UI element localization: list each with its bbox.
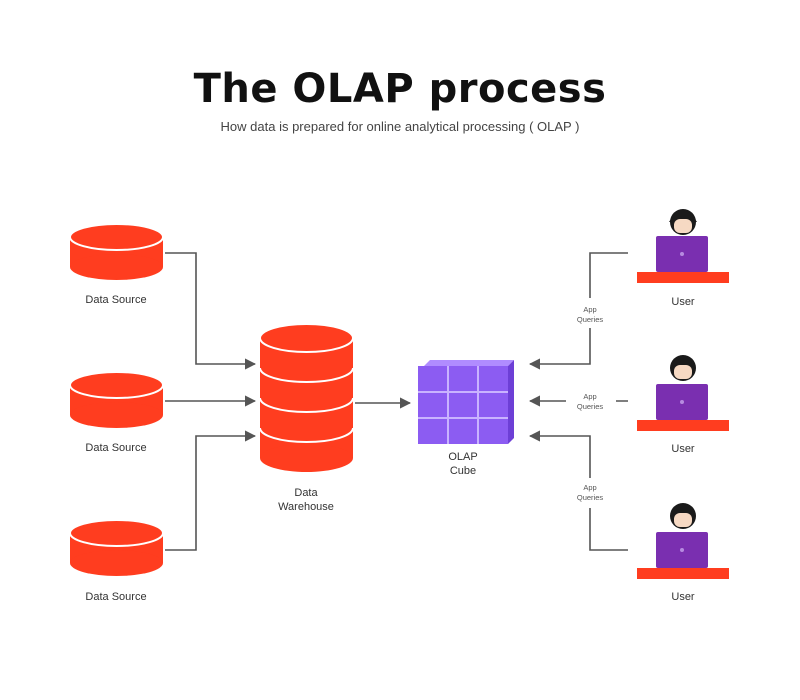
query-label-1-line2: Queries xyxy=(577,315,604,324)
query-label-2-line2: Queries xyxy=(577,402,604,411)
data-source-3-label: Data Source xyxy=(85,591,146,603)
warehouse-label-line2: Warehouse xyxy=(278,501,334,513)
data-source-1-label: Data Source xyxy=(85,294,146,306)
query-label-3-line1: App xyxy=(583,483,596,492)
data-warehouse-icon xyxy=(259,323,354,472)
data-source-3-icon xyxy=(69,519,164,576)
user-3-label: User xyxy=(671,591,695,603)
query-label-bg-2 xyxy=(566,388,616,414)
cube-label-line2: Cube xyxy=(450,465,476,477)
connector-source1-warehouse xyxy=(165,252,257,370)
data-source-2-label: Data Source xyxy=(85,442,146,454)
warehouse-label-line1: Data xyxy=(294,487,318,499)
olap-cube-icon xyxy=(418,360,514,444)
data-source-1-icon xyxy=(69,223,164,280)
cube-label-line1: OLAP xyxy=(448,451,477,463)
user-1-label: User xyxy=(671,296,695,308)
query-label-3-line2: Queries xyxy=(577,493,604,502)
user-1-icon xyxy=(637,209,729,283)
query-label-1-line1: App xyxy=(583,305,596,314)
data-source-2-icon xyxy=(69,371,164,428)
connector-source3-warehouse xyxy=(165,430,257,551)
query-label-bg-3 xyxy=(566,478,616,508)
user-2-label: User xyxy=(671,443,695,455)
user-3-icon xyxy=(637,503,729,579)
query-label-2-line1: App xyxy=(583,392,596,401)
page-title: The OLAP process xyxy=(193,66,607,112)
page-subtitle: How data is prepared for online analytic… xyxy=(220,119,580,134)
user-2-icon xyxy=(637,355,729,431)
query-label-bg-1 xyxy=(566,298,616,328)
